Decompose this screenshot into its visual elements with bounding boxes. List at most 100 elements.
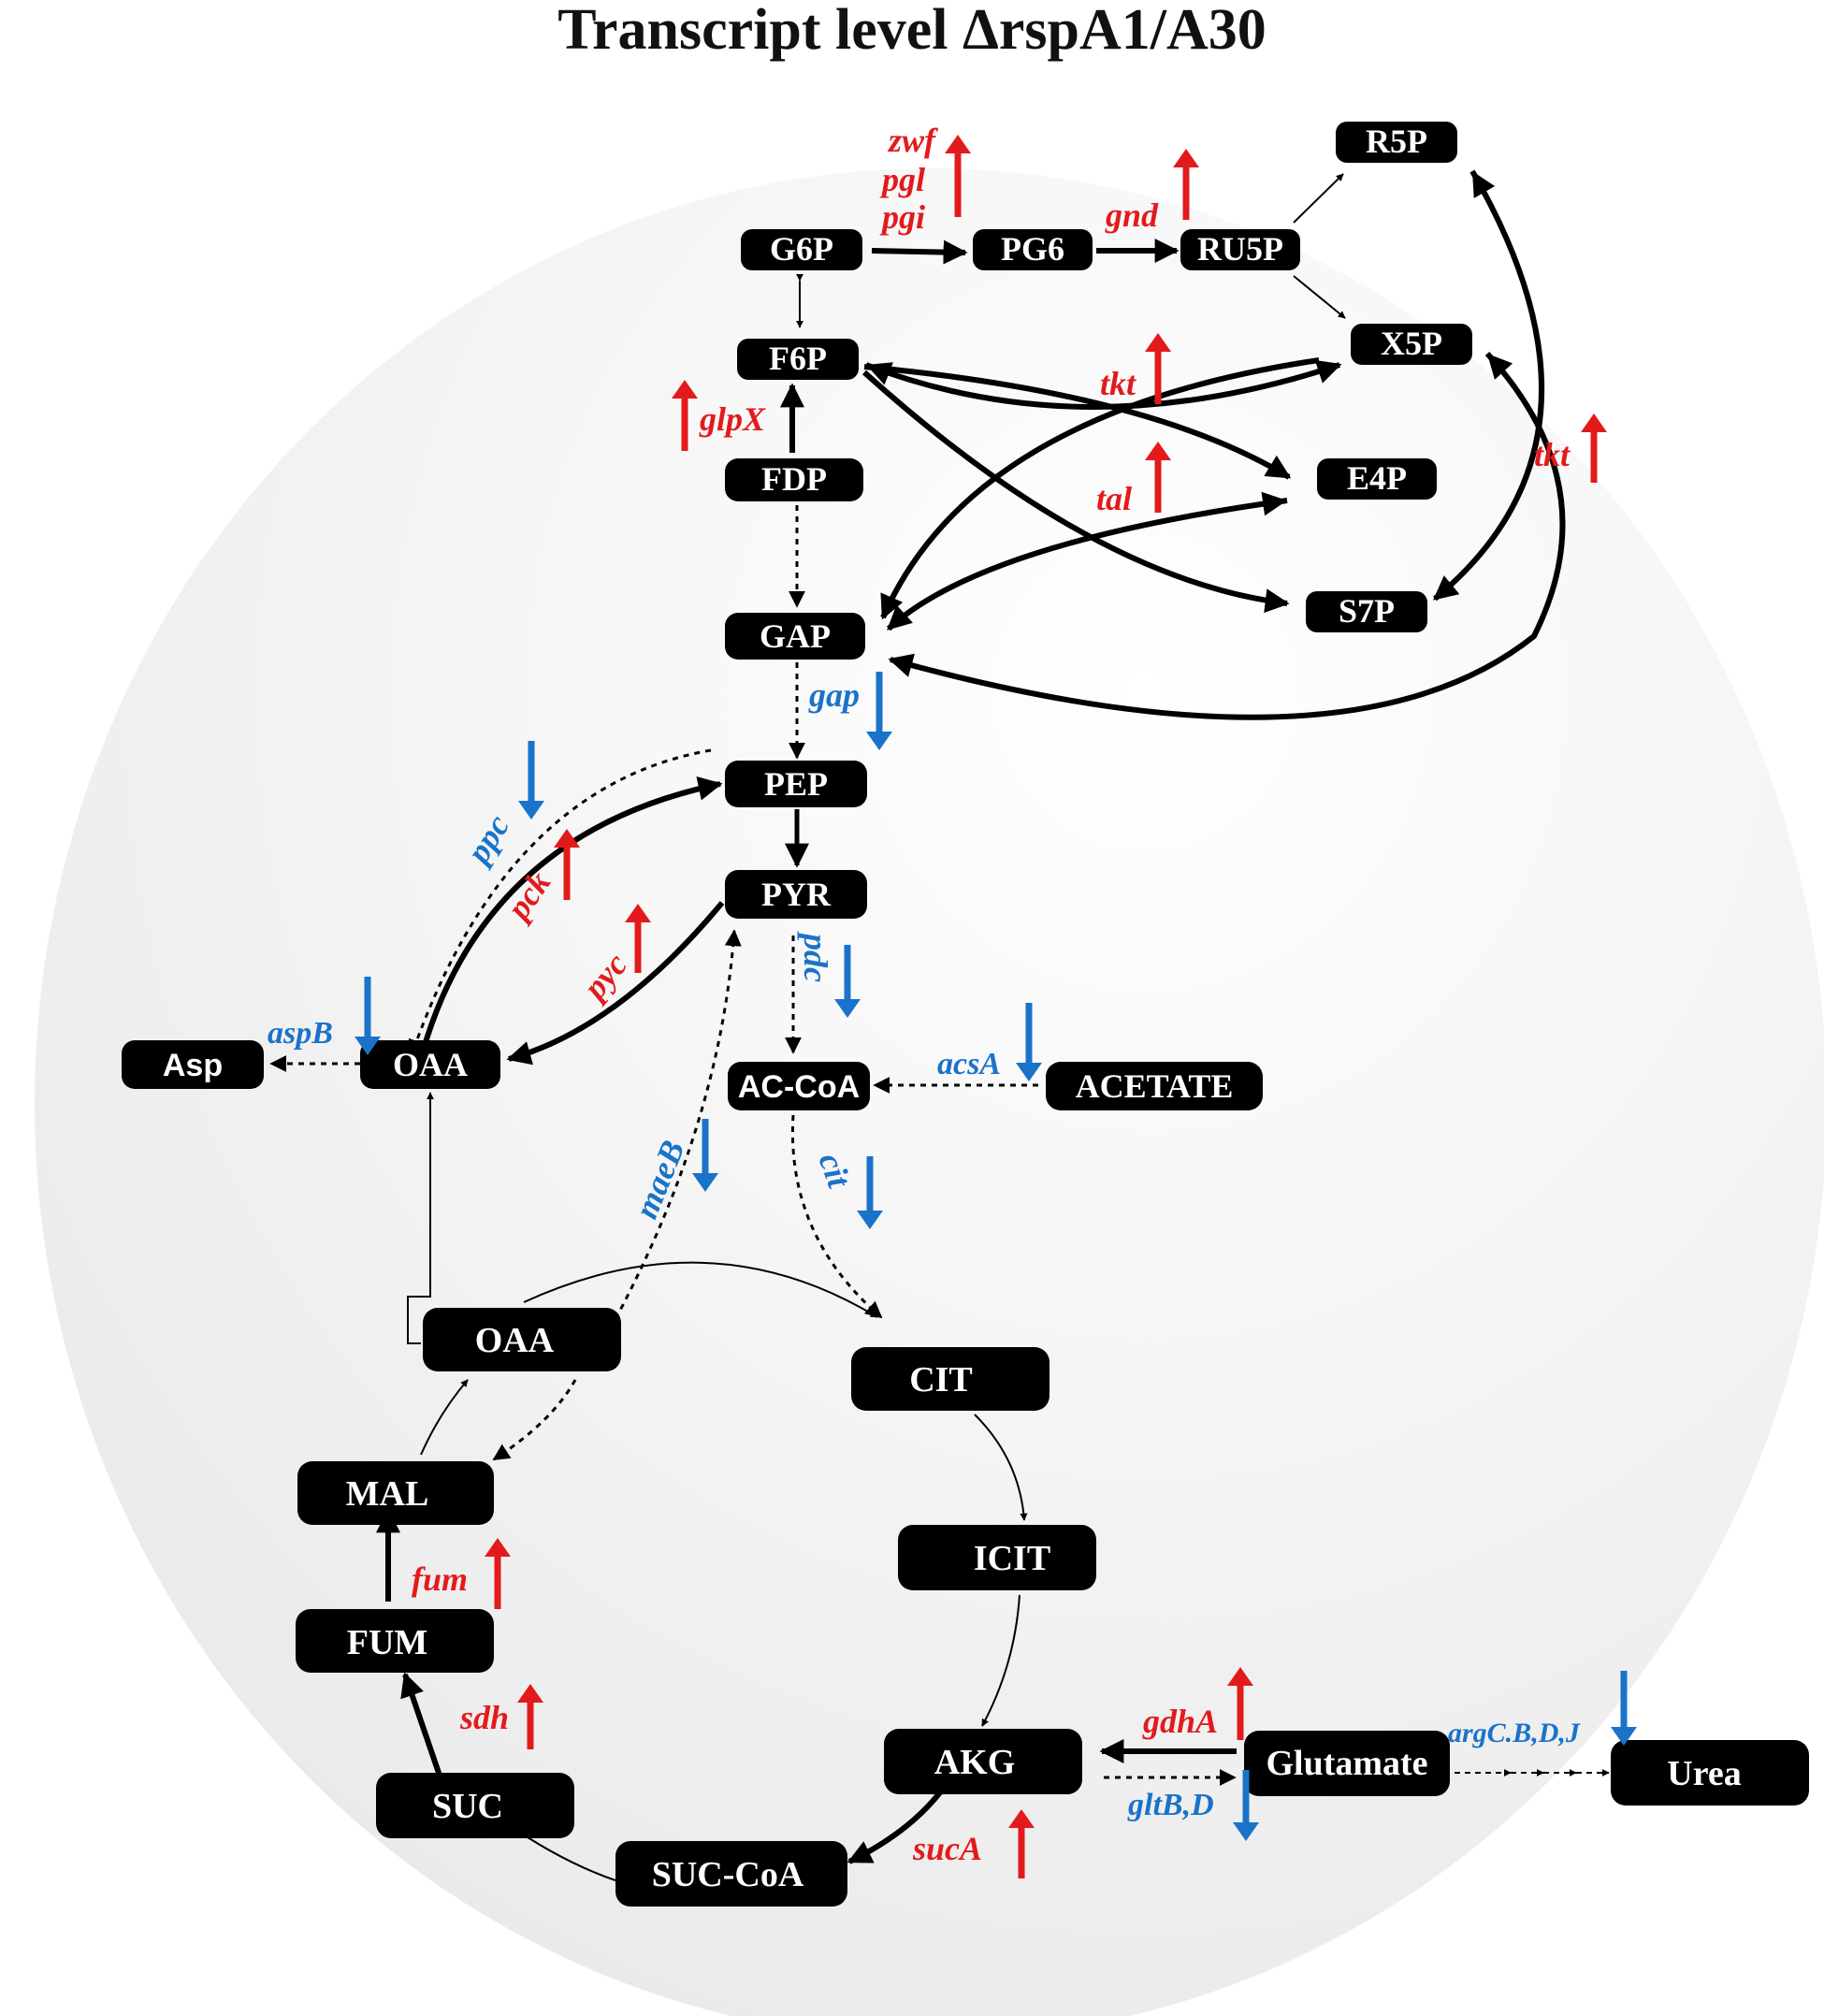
- node-ru5p: RU5P: [1180, 229, 1300, 270]
- down-arrow-icon: [866, 672, 892, 750]
- down-arrow-icon: [355, 977, 381, 1055]
- svg-text:SUC-CoA: SUC-CoA: [652, 1855, 804, 1894]
- svg-text:G6P: G6P: [770, 230, 833, 268]
- svg-text:Asp: Asp: [163, 1048, 223, 1083]
- up-arrow-icon: [945, 135, 971, 217]
- svg-text:CIT: CIT: [909, 1360, 973, 1400]
- edge-icit-akg: [981, 1594, 1021, 1727]
- svg-text:R5P: R5P: [1366, 123, 1427, 160]
- edge-pep-oaa: [408, 748, 712, 1057]
- up-arrow-icon: [1008, 1809, 1035, 1878]
- svg-text:MAL: MAL: [346, 1474, 429, 1514]
- gene-aspb: aspB: [268, 1016, 333, 1051]
- regulation-arrows: [355, 135, 1637, 1878]
- svg-text:ICIT: ICIT: [974, 1539, 1050, 1578]
- node-gap: GAP: [725, 613, 865, 660]
- node-cit: CIT: [851, 1347, 1050, 1411]
- node-asp: Asp: [122, 1040, 264, 1089]
- edge-ru5p-r5p: [1293, 173, 1344, 224]
- edge-oaa-cit: [523, 1261, 878, 1318]
- svg-text:RU5P: RU5P: [1197, 230, 1283, 268]
- up-arrow-icon: [517, 1684, 543, 1749]
- svg-text:GAP: GAP: [760, 617, 831, 655]
- svg-text:X5P: X5P: [1381, 325, 1442, 362]
- gene-tkt-1: tkt: [1100, 365, 1136, 402]
- svg-text:PYR: PYR: [761, 876, 832, 913]
- gene-pgi: pgi: [879, 198, 925, 236]
- gene-acsa: acsA: [937, 1047, 1001, 1081]
- gene-argcbdj: argC.B,D,J: [1448, 1718, 1581, 1748]
- gene-gap: gap: [808, 676, 860, 714]
- node-pep: PEP: [725, 761, 867, 807]
- pathway-edges: [269, 169, 1610, 1881]
- gene-tkt-2: tkt: [1534, 436, 1571, 473]
- edge-accoa-cit: [790, 1114, 883, 1319]
- edge-oaa-pep: [420, 776, 723, 1052]
- gene-glpx: glpX: [699, 400, 766, 438]
- node-pg6: PG6: [973, 229, 1093, 270]
- down-arrow-icon: [692, 1119, 718, 1192]
- node-acetate: ACETATE: [1046, 1062, 1263, 1110]
- node-succoa: SUC-CoA: [615, 1841, 847, 1907]
- gene-suca: sucA: [912, 1830, 982, 1867]
- node-e4p: E4P: [1317, 458, 1437, 500]
- svg-text:ACETATE: ACETATE: [1076, 1067, 1234, 1105]
- gene-zwf: zwf: [887, 122, 938, 159]
- down-arrow-icon: [1233, 1770, 1259, 1841]
- edge-oaa-cycle-oaa-top: [407, 1092, 434, 1344]
- gene-pgl: pgl: [879, 161, 925, 198]
- edge-x5p-gap-long: [888, 351, 1566, 720]
- down-arrow-icon: [1016, 1003, 1042, 1081]
- svg-text:Glutamate: Glutamate: [1266, 1744, 1427, 1783]
- metabolite-nodes: G6P PG6 RU5P R5P X5P F6P E4P FDP S7P GAP…: [122, 122, 1809, 1907]
- up-arrow-icon: [1173, 149, 1199, 220]
- node-fum: FUM: [296, 1609, 494, 1673]
- down-arrow-icon: [857, 1156, 883, 1229]
- up-arrow-icon: [1145, 442, 1171, 513]
- node-oaa-cycle: OAA: [423, 1308, 621, 1371]
- edge-suc-fum: [400, 1672, 442, 1777]
- gene-tal: tal: [1096, 480, 1132, 517]
- node-akg: AKG: [884, 1729, 1082, 1794]
- edge-cit-icit: [974, 1414, 1028, 1521]
- node-s7p: S7P: [1306, 591, 1427, 632]
- gene-pdc: pdc: [797, 931, 834, 982]
- edge-akg-succoa: [847, 1791, 943, 1864]
- svg-text:OAA: OAA: [393, 1046, 468, 1083]
- node-fdp: FDP: [725, 458, 863, 501]
- svg-text:OAA: OAA: [475, 1321, 555, 1360]
- node-x5p: X5P: [1351, 324, 1472, 365]
- edge-g6p-pg6: [871, 239, 968, 265]
- gene-fum: fum: [412, 1560, 468, 1598]
- gene-gnd: gnd: [1105, 196, 1159, 234]
- svg-text:S7P: S7P: [1339, 592, 1395, 630]
- edge-pyr-oaa: [506, 901, 725, 1066]
- node-pyr: PYR: [725, 870, 867, 919]
- node-mal: MAL: [297, 1461, 494, 1525]
- node-r5p: R5P: [1336, 122, 1457, 163]
- gene-gdha: gdhA: [1142, 1703, 1218, 1740]
- up-arrow-icon: [625, 904, 651, 973]
- up-arrow-icon: [1145, 333, 1171, 404]
- up-arrow-icon: [1581, 413, 1607, 483]
- node-icit: ICIT: [898, 1525, 1096, 1590]
- svg-text:PG6: PG6: [1001, 230, 1064, 268]
- up-arrow-icon: [672, 380, 698, 451]
- svg-text:E4P: E4P: [1347, 459, 1407, 497]
- edge-ru5p-x5p: [1293, 275, 1346, 319]
- up-arrow-icon: [1227, 1667, 1253, 1740]
- svg-text:SUC: SUC: [432, 1787, 503, 1826]
- node-glutamate: Glutamate: [1244, 1731, 1450, 1796]
- node-g6p: G6P: [741, 229, 862, 270]
- svg-text:AC-CoA: AC-CoA: [738, 1069, 860, 1105]
- svg-text:PEP: PEP: [764, 765, 828, 803]
- edge-mal-oaa: [420, 1379, 469, 1456]
- gene-sdh: sdh: [459, 1699, 509, 1736]
- gene-labels: zwf pgl pgi gnd glpX tkt tkt tal gap ppc…: [268, 122, 1581, 1867]
- up-arrow-icon: [485, 1538, 511, 1609]
- node-oaa-top: OAA: [360, 1040, 500, 1089]
- svg-text:FDP: FDP: [761, 460, 827, 498]
- svg-text:FUM: FUM: [347, 1623, 428, 1662]
- gene-gltbd: gltB,D: [1127, 1788, 1214, 1822]
